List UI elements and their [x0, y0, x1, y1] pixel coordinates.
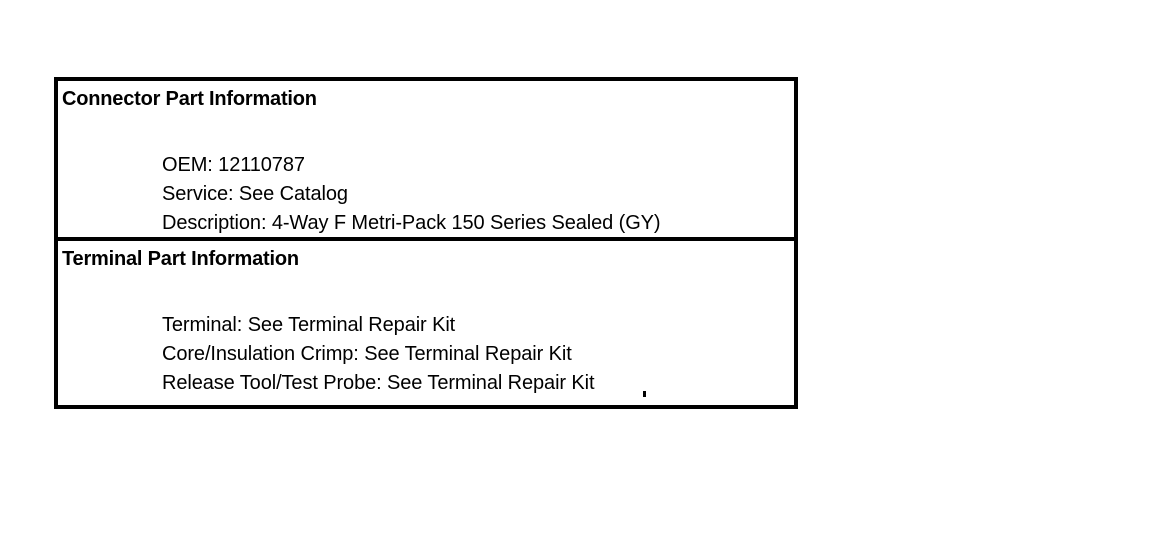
terminal-detail-release-tool-test-probe: Release Tool/Test Probe: See Terminal Re…	[162, 372, 595, 394]
part-information-panel: Connector Part Information OEM: 12110787…	[54, 77, 798, 409]
connector-section-heading: Connector Part Information	[62, 88, 317, 110]
connector-detail-service: Service: See Catalog	[162, 183, 348, 205]
terminal-detail-list: Terminal: See Terminal Repair Kit Core/I…	[162, 311, 595, 398]
terminal-section-heading: Terminal Part Information	[62, 248, 299, 270]
connector-detail-list: OEM: 12110787 Service: See Catalog Descr…	[162, 151, 661, 238]
terminal-part-information-section: Terminal Part Information Terminal: See …	[58, 241, 794, 405]
connector-detail-description: Description: 4-Way F Metri-Pack 150 Seri…	[162, 212, 661, 234]
connector-detail-oem: OEM: 12110787	[162, 154, 305, 176]
tick-mark-artifact	[643, 391, 646, 397]
terminal-detail-terminal: Terminal: See Terminal Repair Kit	[162, 314, 456, 336]
connector-part-information-section: Connector Part Information OEM: 12110787…	[58, 81, 794, 241]
terminal-detail-core-insulation-crimp: Core/Insulation Crimp: See Terminal Repa…	[162, 343, 572, 365]
